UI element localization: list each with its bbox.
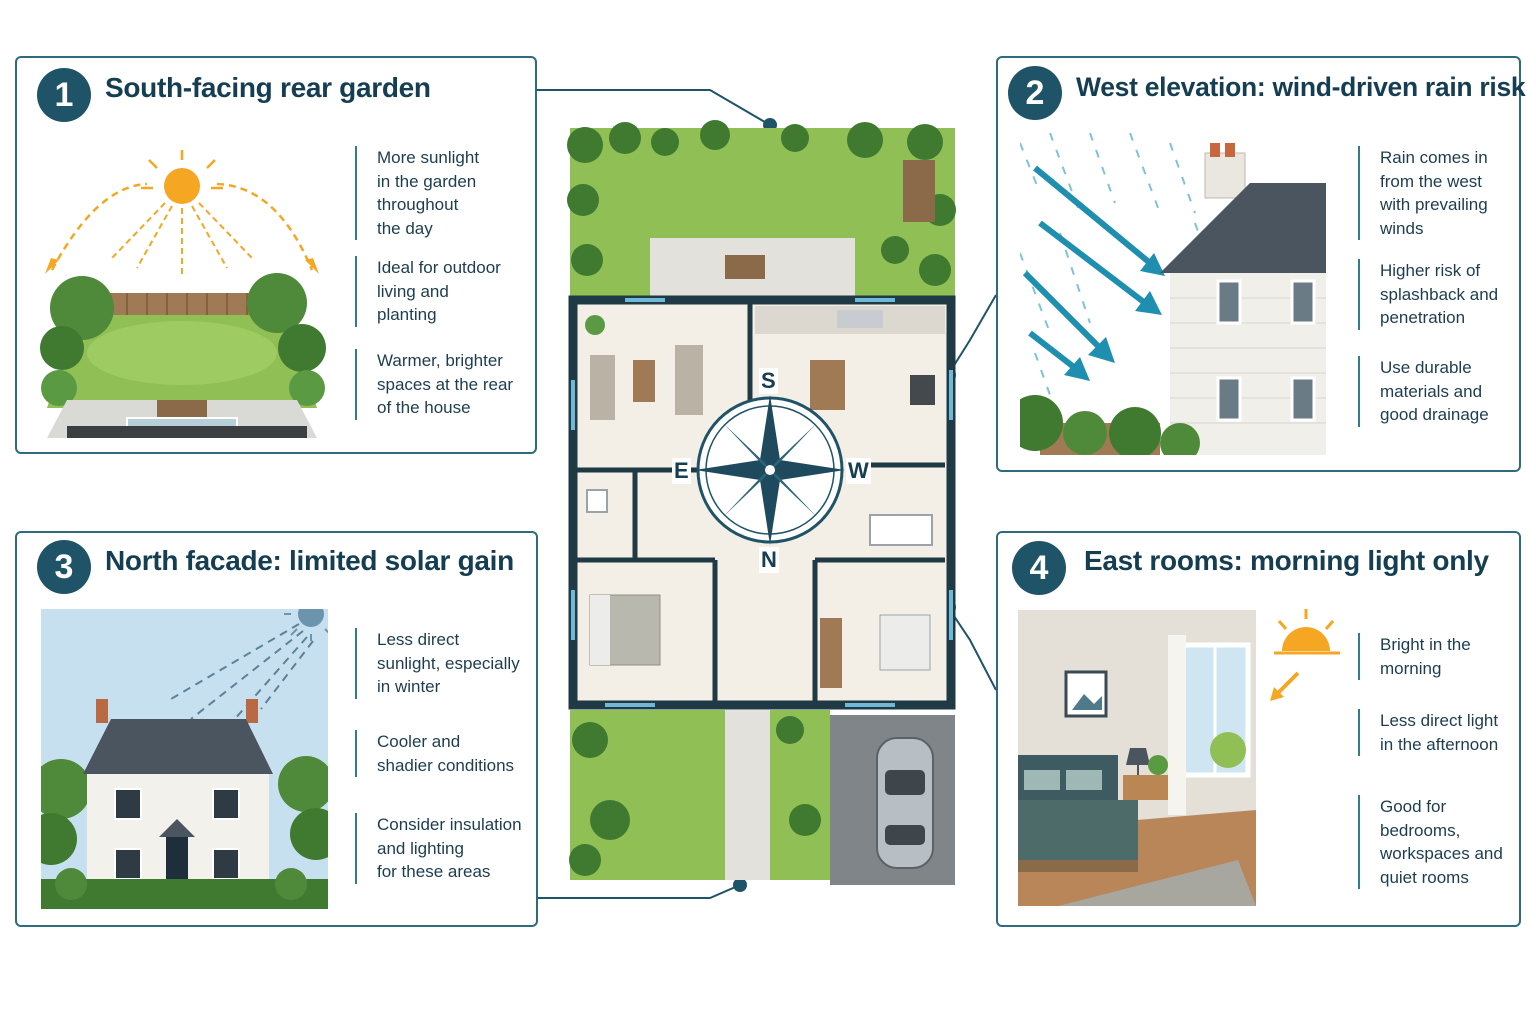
panel-west-elevation: 2 West elevation: wind-driven rain risk [996, 56, 1526, 472]
bullet-text: Ideal for outdoor living and planting [355, 256, 501, 327]
compass-label-right: W [846, 458, 871, 484]
panel-title: East rooms: morning light only [1084, 545, 1489, 576]
bullet-text: Bright in the morning [1358, 633, 1471, 680]
panel-east-rooms: 4 East rooms: morning light only [996, 531, 1521, 927]
north-facade-illustration [41, 609, 328, 909]
bed-icon [1018, 755, 1138, 872]
compass-label-top: S [759, 368, 778, 394]
panel-north-facade: 3 North facade: limited solar gain [15, 531, 538, 927]
bullet-text: Rain comes in from the west with prevail… [1358, 146, 1488, 240]
panel-number-badge: 4 [1012, 541, 1066, 595]
panel-title: North facade: limited solar gain [105, 545, 514, 576]
bullet-text: Less direct sunlight, especially in wint… [355, 628, 520, 699]
window-icon [1168, 635, 1251, 815]
panel-title: West elevation: wind-driven rain risk [1076, 72, 1526, 102]
bullet-text: Good for bedrooms, workspaces and quiet … [1358, 795, 1518, 889]
panel-number-badge: 2 [1008, 66, 1062, 120]
panel-number-badge: 1 [37, 68, 91, 122]
compass-rose [665, 365, 875, 575]
bullet-text: Higher risk of splashback and penetratio… [1358, 259, 1498, 330]
bullet-text: Cooler and shadier conditions [355, 730, 514, 777]
sun-icon [284, 609, 328, 641]
house-icon [83, 699, 273, 909]
bullet-text: Less direct light in the afternoon [1358, 709, 1498, 756]
sun-icon [45, 150, 319, 278]
panel-number-badge: 3 [37, 540, 91, 594]
east-bedroom-illustration [1018, 610, 1256, 906]
bullet-text: Use durable materials and good drainage [1358, 356, 1489, 427]
house-icon [1160, 143, 1326, 455]
bullet-text: Consider insulation and lighting for the… [355, 813, 522, 884]
garden-illustration [37, 108, 327, 438]
panel-south-garden: 1 South-facing rear garden [15, 56, 537, 454]
compass-label-left: E [672, 458, 691, 484]
bullet-text: Warmer, brighter spaces at the rear of t… [355, 349, 513, 420]
west-elevation-illustration [1020, 133, 1326, 455]
sun-icon [1270, 601, 1350, 701]
panel-title: South-facing rear garden [105, 72, 431, 103]
car-icon [876, 737, 934, 869]
bullet-text: More sunlight in the garden throughout t… [355, 146, 479, 240]
compass-label-bottom: N [759, 547, 779, 573]
compass-rose-icon [695, 395, 845, 545]
rain-arrows-icon [1022, 165, 1165, 381]
